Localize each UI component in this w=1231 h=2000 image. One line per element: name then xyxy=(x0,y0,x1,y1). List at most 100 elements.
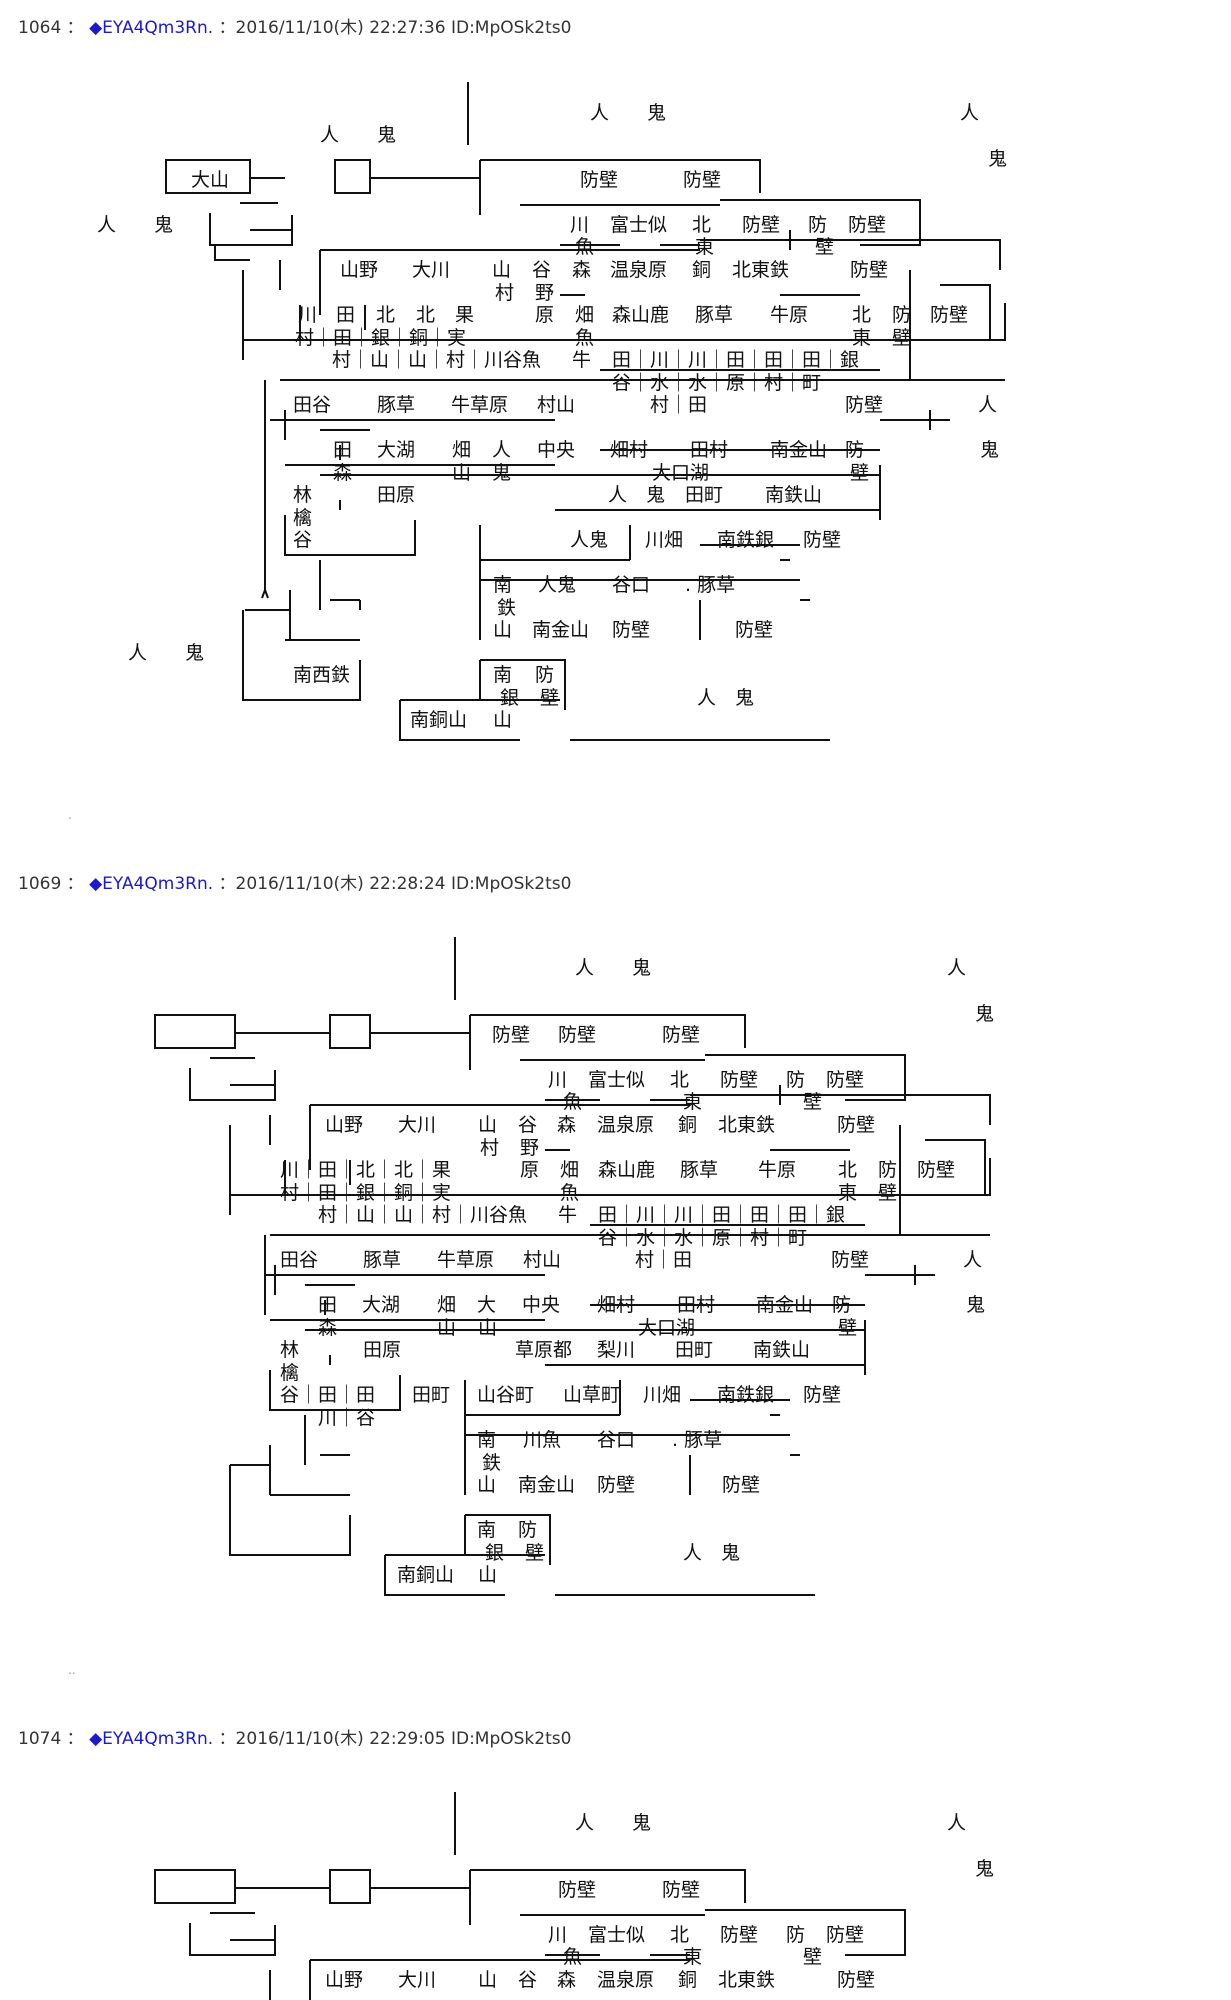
region-label: 畑 xyxy=(452,439,472,461)
oni-label: 人 鬼 xyxy=(608,484,666,506)
region-label: 防 xyxy=(518,1519,538,1541)
separator-dot: .. xyxy=(68,1663,76,1677)
region-label: 防壁 xyxy=(558,1879,597,1901)
region-label: 南 xyxy=(493,574,513,596)
author-trip-link[interactable]: ◆EYA4Qm3Rn. xyxy=(89,18,214,38)
author-trip-link[interactable]: ◆EYA4Qm3Rn. xyxy=(89,1729,214,1749)
region-label: 銀 xyxy=(500,687,520,709)
region-label: 山 xyxy=(492,259,512,281)
region-label: 壁 xyxy=(892,327,912,349)
region-label: 鉄 xyxy=(482,1452,502,1474)
oni-label: 鬼 xyxy=(966,1294,986,1316)
region-label: 森山鹿 xyxy=(612,304,670,326)
region-label: 谷 xyxy=(518,1114,538,1136)
region-label: 大 xyxy=(477,1294,497,1316)
region-label: 野 xyxy=(520,1137,540,1159)
region-label: 畑 xyxy=(560,1159,580,1181)
region-label: 川 xyxy=(548,1069,568,1091)
region-label: 北東鉄 xyxy=(732,259,790,281)
oni-label: 人鬼 xyxy=(538,574,577,596)
region-label: 防壁 xyxy=(492,1024,531,1046)
region-label: 銅 xyxy=(678,1114,698,1136)
region-label: 畑 xyxy=(437,1294,457,1316)
region-label: 防壁 xyxy=(662,1879,701,1901)
region-label: 南鉄銀 xyxy=(717,529,775,551)
region-label: 村 xyxy=(480,1137,500,1159)
oni-label: 人 鬼 xyxy=(575,957,652,979)
region-label: 防壁 xyxy=(850,259,889,281)
oni-label: 人 鬼 xyxy=(697,687,755,709)
region-label: 山 xyxy=(478,1969,498,1991)
region-label: 牛草原 xyxy=(451,394,509,416)
region-label: 山 xyxy=(493,619,513,641)
author-trip-link[interactable]: ◆EYA4Qm3Rn. xyxy=(89,874,214,894)
region-label: 山野 xyxy=(325,1114,364,1136)
post-header-1064: 1064 ： ◆EYA4Qm3Rn. ：2016/11/10(木) 22:27:… xyxy=(18,13,571,38)
region-label: 防壁 xyxy=(597,1474,636,1496)
region-label: 壁 xyxy=(525,1542,545,1564)
region-label: 畑村 xyxy=(610,439,649,461)
region-label: 牛原 xyxy=(758,1159,797,1181)
region-label: 壁 xyxy=(850,462,870,484)
region-label: 温泉原 xyxy=(610,259,668,281)
region-label: 魚 xyxy=(563,1091,583,1113)
region-label: 防 xyxy=(786,1069,806,1091)
region-label: 北 xyxy=(838,1159,858,1181)
post-date-id: ：2016/11/10(木) 22:27:36 ID:MpOSk2ts0 xyxy=(218,18,572,38)
oni-label: 鬼 xyxy=(988,148,1008,170)
region-label: 川魚 xyxy=(523,1429,562,1451)
region-label: 谷｜水｜水｜原｜村｜町 xyxy=(612,372,822,394)
region-label: 防壁 xyxy=(742,214,781,236)
post-separator: ： xyxy=(66,1729,84,1749)
oni-label: 鬼 xyxy=(975,1858,995,1880)
region-label: 富士似 xyxy=(588,1924,646,1946)
region-label: 防壁 xyxy=(803,529,842,551)
region-label: 防 xyxy=(878,1159,898,1181)
region-label: 防壁 xyxy=(845,394,884,416)
region-label: 富士似 xyxy=(610,214,668,236)
region-label: 谷｜水｜水｜原｜村｜町 xyxy=(598,1227,808,1249)
region-label: 牛原 xyxy=(770,304,809,326)
region-label: 南金山 xyxy=(518,1474,576,1496)
region-label: 防 xyxy=(786,1924,806,1946)
region-label: 川畑 xyxy=(643,1384,682,1406)
region-label: 北 xyxy=(416,304,436,326)
region-label: 防壁 xyxy=(930,304,969,326)
region-label: 田原 xyxy=(377,484,416,506)
region-label: 檎 xyxy=(293,507,313,529)
region-label: 村｜田 xyxy=(650,394,708,416)
oni-label: 鬼 xyxy=(980,439,1000,461)
region-label: 田谷 xyxy=(293,394,332,416)
oni-label: 人 xyxy=(947,957,967,979)
region-label: 東 xyxy=(695,236,715,258)
region-label: 田町 xyxy=(675,1339,714,1361)
region-label: 大川 xyxy=(412,259,451,281)
post-number: 1064 xyxy=(18,18,62,38)
region-label: 温泉原 xyxy=(597,1114,655,1136)
region-label: 南 xyxy=(477,1519,497,1541)
region-label: 梨川 xyxy=(597,1339,636,1361)
region-label: 防壁 xyxy=(837,1114,876,1136)
region-label: 果 xyxy=(455,304,475,326)
region-label: 森山鹿 xyxy=(598,1159,656,1181)
region-label: 檎 xyxy=(280,1362,300,1384)
oni-label: 人 xyxy=(978,394,998,416)
region-label: 防壁 xyxy=(831,1249,870,1271)
region-label: 南銅山 xyxy=(397,1564,455,1586)
region-label: 森 xyxy=(557,1969,577,1991)
region-label: 谷 xyxy=(518,1969,538,1991)
region-label: 村山 xyxy=(523,1249,562,1271)
region-label: 壁 xyxy=(803,1946,823,1968)
region-label: 東 xyxy=(852,327,872,349)
region-label: 壁 xyxy=(803,1091,823,1113)
region-label: 北 xyxy=(670,1924,690,1946)
region-label: 南 xyxy=(493,664,513,686)
region-label: 北東鉄 xyxy=(718,1114,776,1136)
region-label: 東 xyxy=(838,1182,858,1204)
region-label: 富士似 xyxy=(588,1069,646,1091)
separator-dot: . xyxy=(68,808,72,822)
oni-label: 人 鬼 xyxy=(575,1812,652,1834)
region-label: 壁 xyxy=(878,1182,898,1204)
region-label: 田｜川｜川｜田｜田｜田｜銀 xyxy=(598,1204,846,1226)
oni-label: 人 鬼 xyxy=(97,214,174,236)
